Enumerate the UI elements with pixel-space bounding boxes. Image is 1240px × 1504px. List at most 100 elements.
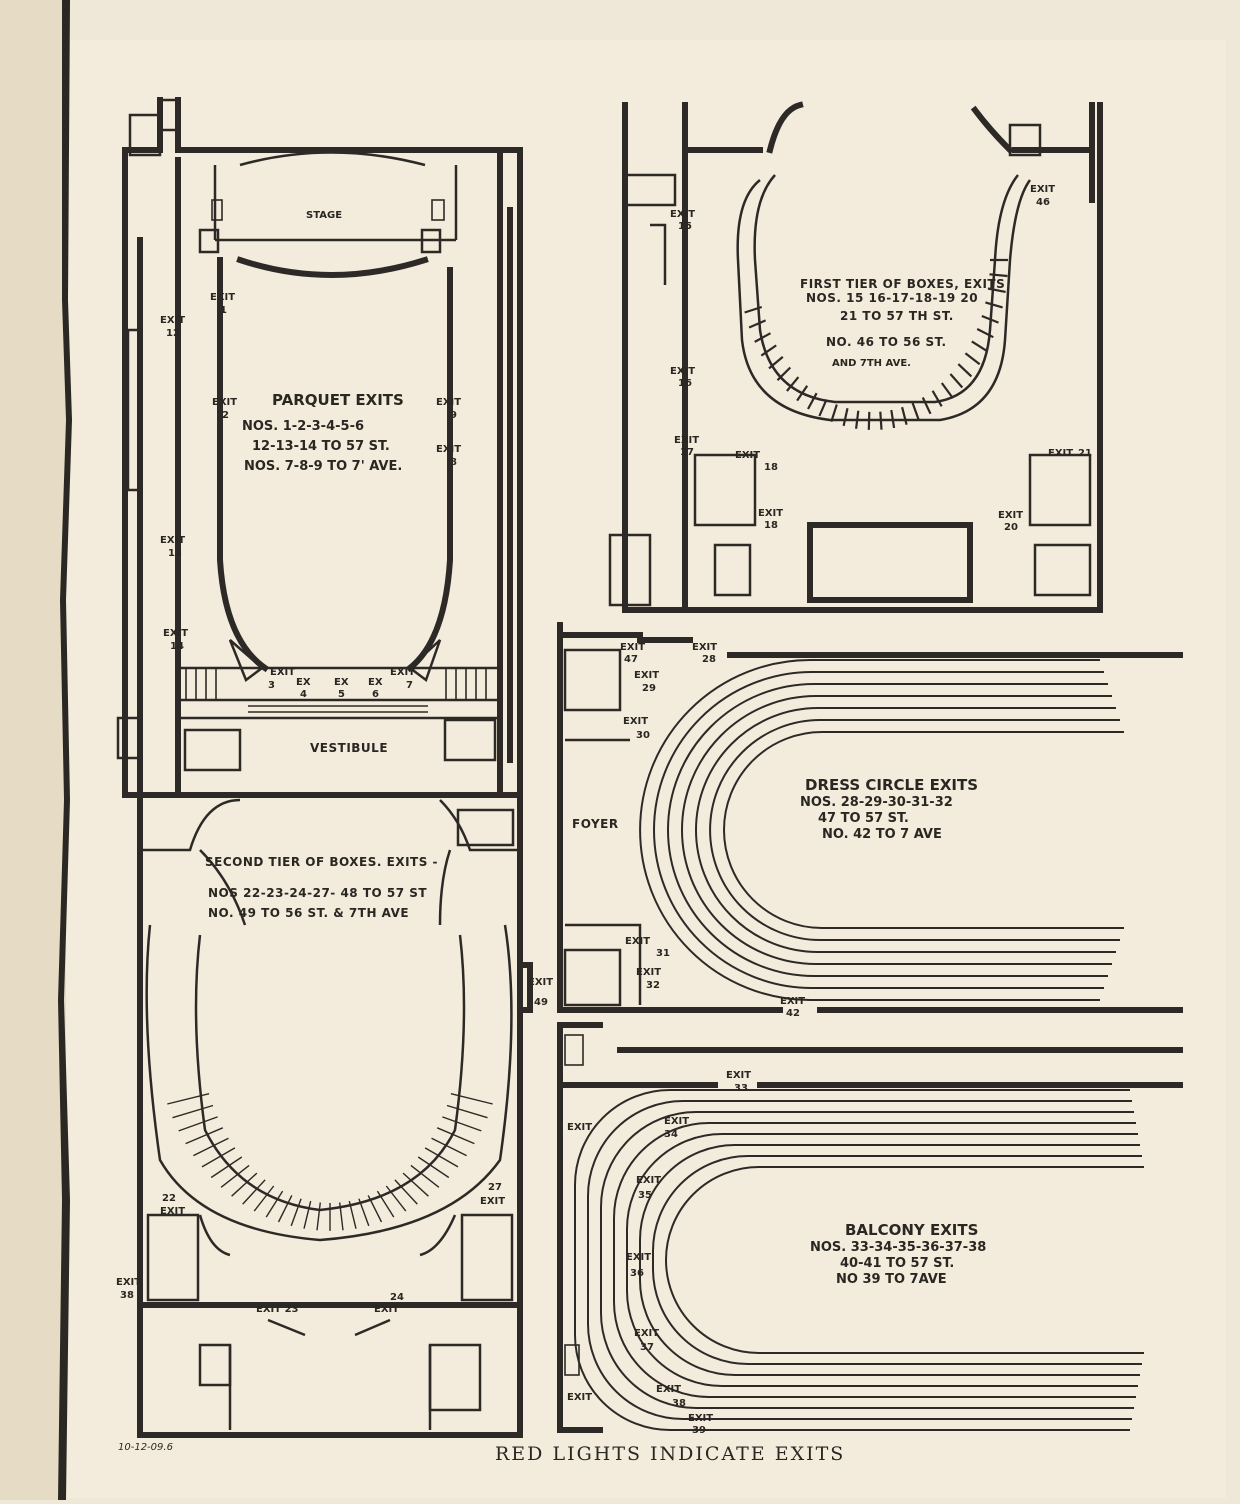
exit-label: EXIT bbox=[670, 366, 695, 377]
box-divider bbox=[339, 1202, 344, 1231]
box-divider bbox=[931, 390, 943, 407]
exit-label: EX bbox=[296, 677, 311, 688]
exit-label: EXIT bbox=[623, 716, 648, 727]
box-divider bbox=[830, 404, 838, 423]
dress-circle-line2: NOS. 28-29-30-31-32 bbox=[800, 795, 953, 810]
exit-label: EXIT bbox=[436, 444, 461, 455]
exit-label: EXIT bbox=[634, 670, 659, 681]
exit-number: 49 bbox=[534, 997, 548, 1008]
parquet-exit-labels: EXIT 1 EXIT 2 EXIT 12 EXIT 13 EXIT 14 EX… bbox=[160, 292, 461, 700]
box-divider bbox=[424, 1147, 459, 1168]
box-divider bbox=[981, 314, 999, 324]
exit-number: 38 bbox=[120, 1290, 134, 1301]
balcony-line4: NO 39 TO 7AVE bbox=[836, 1272, 947, 1287]
box-divider bbox=[776, 366, 792, 381]
box-divider bbox=[867, 411, 871, 430]
seating-row bbox=[600, 1111, 1134, 1409]
footer-caption: RED LIGHTS INDICATE EXITS bbox=[495, 1443, 845, 1465]
stage-label: STAGE bbox=[306, 210, 342, 221]
exit-label: EXIT bbox=[390, 667, 415, 678]
balcony-rows bbox=[574, 1089, 1144, 1431]
seating-row bbox=[587, 1100, 1132, 1420]
box-divider bbox=[985, 301, 1003, 309]
exit-number: 47 bbox=[624, 654, 638, 665]
exit-number: 33 bbox=[734, 1083, 748, 1094]
balcony-line2: NOS. 33-34-35-36-37-38 bbox=[810, 1240, 986, 1255]
dress-circle-line1: DRESS CIRCLE EXITS bbox=[805, 776, 978, 794]
box-divider bbox=[185, 1127, 224, 1145]
binding-edge bbox=[58, 0, 72, 1500]
box-divider bbox=[879, 411, 883, 430]
exit-label: EXIT bbox=[626, 1252, 651, 1263]
exit-number: 30 bbox=[636, 730, 650, 741]
exit-label: EXIT bbox=[674, 435, 699, 446]
box-divider bbox=[786, 376, 800, 392]
box-divider bbox=[940, 382, 954, 399]
dress-circle-exit-labels: EXIT 47 EXIT 28 EXIT 29 EXIT 30 EXIT 31 … bbox=[620, 642, 805, 1019]
box-divider bbox=[303, 1200, 312, 1229]
box-divider bbox=[760, 344, 777, 357]
exit-number: 5 bbox=[338, 689, 345, 700]
box-divider bbox=[242, 1179, 266, 1205]
seating-row bbox=[574, 1089, 1130, 1431]
exit-label: EXIT 23 bbox=[256, 1304, 299, 1315]
exit-label: EXIT bbox=[210, 292, 235, 303]
exit-number: 9 bbox=[450, 410, 457, 421]
dress-circle-plan: FOYER DRESS CIRCLE EXITS NOS. 28-29-30-3… bbox=[557, 622, 1183, 1019]
box-divider bbox=[167, 1093, 210, 1105]
box-divider bbox=[348, 1200, 357, 1229]
box-divider bbox=[376, 1190, 395, 1218]
box-divider bbox=[921, 397, 932, 415]
parquet-line3: NOS. 7-8-9 TO 7' AVE. bbox=[244, 459, 402, 474]
exit-label: EXIT bbox=[163, 628, 188, 639]
box-divider bbox=[394, 1179, 418, 1205]
second-tier-line3: NO. 49 TO 56 ST. & 7TH AVE bbox=[208, 906, 409, 920]
second-tier-plan: SECOND TIER OF BOXES. EXITS - NOS 22-23-… bbox=[116, 797, 553, 1438]
box-divider bbox=[220, 1164, 250, 1188]
exit-number: 46 bbox=[1036, 197, 1050, 208]
box-divider bbox=[855, 410, 860, 429]
box-divider bbox=[971, 340, 988, 353]
box-divider bbox=[290, 1198, 302, 1227]
box-divider bbox=[748, 319, 767, 329]
box-divider bbox=[842, 408, 849, 427]
exit-label: EXIT bbox=[656, 1384, 681, 1395]
exit-label: EXIT bbox=[726, 1070, 751, 1081]
vestibule-label: VESTIBULE bbox=[310, 741, 388, 755]
exit-label: EX bbox=[368, 677, 383, 688]
exit-label: EX bbox=[334, 677, 349, 688]
exit-label: EXIT bbox=[636, 1175, 661, 1186]
first-tier-exit-labels: EXIT 15 EXIT 16 EXIT 17 EXIT 18 EXIT 18 … bbox=[670, 184, 1092, 533]
box-divider bbox=[417, 1156, 450, 1179]
first-tier-line3: 21 TO 57 TH ST. bbox=[840, 309, 954, 323]
exit-number: 16 bbox=[678, 378, 692, 389]
box-divider bbox=[768, 356, 784, 370]
exit-label: EXIT bbox=[436, 397, 461, 408]
exit-label: EXIT bbox=[636, 967, 661, 978]
exit-number: 27 bbox=[488, 1182, 502, 1193]
exit-number: 38 bbox=[672, 1398, 686, 1409]
exit-label: EXIT bbox=[625, 936, 650, 947]
previous-page-edge bbox=[0, 0, 66, 1500]
exit-label: EXIT bbox=[620, 642, 645, 653]
page-paper bbox=[64, 40, 1226, 1498]
exit-number: 24 bbox=[390, 1292, 404, 1303]
exit-label: EXIT bbox=[480, 1196, 505, 1207]
exit-number: 34 bbox=[664, 1129, 678, 1140]
box-divider bbox=[949, 373, 964, 389]
foyer-label: FOYER bbox=[572, 817, 619, 831]
first-tier-box-dividers bbox=[744, 258, 1008, 430]
box-divider bbox=[265, 1190, 284, 1218]
seating-row bbox=[681, 695, 1112, 965]
first-tier-line4: NO. 46 TO 56 ST. bbox=[826, 335, 947, 349]
exit-number: 29 bbox=[642, 683, 656, 694]
exit-number: 3 bbox=[268, 680, 275, 691]
exit-label: EXIT bbox=[998, 510, 1023, 521]
seating-row bbox=[664, 1166, 1144, 1354]
box-divider bbox=[172, 1104, 214, 1119]
first-tier-plan: FIRST TIER OF BOXES, EXITS NOS. 15 16-17… bbox=[608, 101, 1103, 613]
exit-number: 18 bbox=[764, 462, 778, 473]
seating-row bbox=[653, 671, 1104, 989]
box-divider bbox=[976, 328, 994, 339]
exit-number: 31 bbox=[656, 948, 670, 959]
